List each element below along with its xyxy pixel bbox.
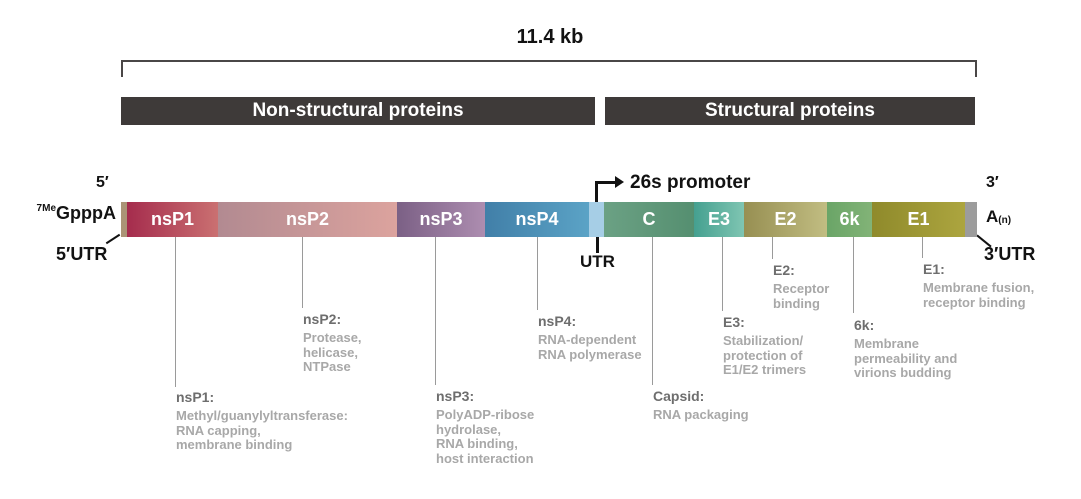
annotation-leader-E1: [922, 237, 924, 258]
annotation-header-E1: E1:: [923, 261, 945, 277]
genome-length-label: 11.4 kb: [516, 26, 584, 48]
length-bracket: [121, 60, 977, 77]
annotation-text-nsP4-1: RNA polymerase: [538, 346, 642, 362]
annotation-text-nsP1-1: RNA capping,: [176, 422, 261, 438]
poly-a-subscript: (n): [998, 215, 1012, 226]
annotation-nsP1: nsP1: Methyl/guanylyltransferase:RNA capp…: [176, 389, 348, 453]
segment-label-nsP4: nsP4: [515, 209, 559, 229]
three-utr-label: 3′UTR: [984, 244, 1036, 264]
genome-segment-nsP2: nsP2: [218, 202, 397, 237]
five-utr-leader-line: [105, 233, 121, 245]
annotation-header-nsP1: nsP1:: [176, 389, 215, 405]
promoter-arrow-shaft: [595, 181, 616, 184]
genome-segment-E1: E1: [872, 202, 965, 237]
cap-label: 7MeGpppA: [26, 203, 116, 224]
five-prime-label: 5′: [96, 174, 109, 191]
segment-label-C: C: [642, 209, 656, 229]
annotation-leader-E3: [722, 237, 724, 311]
annotation-text-nsP4-0: RNA-dependent: [538, 332, 637, 347]
promoter-arrowhead-icon: [615, 176, 624, 188]
genome-segment-5UTR: [121, 202, 127, 237]
annotation-text-nsP3-0: PolyADP-ribose: [436, 407, 535, 422]
genome-segment-6k: 6k: [827, 202, 872, 237]
annotation-header-capsid: Capsid:: [653, 388, 705, 404]
annotation-text-6k-2: virions budding: [854, 365, 952, 380]
subgenomic-utr-label: UTR: [580, 252, 615, 271]
annotation-text-E1-1: receptor binding: [923, 294, 1026, 310]
annotation-text-nsP2-2: NTPase: [303, 359, 351, 374]
segment-label-nsP2: nsP2: [285, 209, 330, 229]
genome-segment-E2: E2: [744, 202, 827, 237]
annotation-text-E1-0: Membrane fusion,: [923, 280, 1035, 295]
promoter-label: 26s promoter: [630, 172, 751, 193]
poly-a-text: A: [986, 207, 999, 226]
annotation-text-E2-0: Receptor: [773, 281, 830, 296]
annotation-text-nsP3-3: host interaction: [436, 450, 534, 466]
segment-label-nsP1: nsP1: [150, 209, 195, 229]
annotation-text-nsP2-0: Protease,: [303, 330, 362, 345]
annotation-text-E3-2: E1/E2 trimers: [723, 362, 807, 377]
genome-segment-3UTR: [965, 202, 977, 237]
genome-segment-C: C: [604, 202, 694, 237]
annotation-leader-nsP4: [537, 237, 539, 310]
segment-label-E3: E3: [707, 209, 731, 229]
promoter-arrow-stem: [595, 181, 598, 202]
annotation-leader-nsP1: [175, 237, 177, 387]
cap-superscript: 7Me: [36, 203, 56, 214]
annotation-nsP2: nsP2: Protease,helicase,NTPase: [303, 311, 362, 375]
annotation-text-E3-0: Stabilization/: [723, 333, 804, 348]
annotation-text-nsP2-1: helicase,: [303, 344, 358, 360]
genome-segment-subUTR: [589, 202, 604, 237]
annotation-text-6k-1: permeability and: [854, 350, 958, 366]
annotation-header-E2: E2:: [773, 262, 795, 278]
annotation-header-nsP2: nsP2:: [303, 311, 342, 327]
annotation-header-nsP4: nsP4:: [538, 313, 577, 329]
annotation-text-capsid-0: RNA packaging: [653, 407, 749, 422]
genome-segment-nsP4: nsP4: [485, 202, 589, 237]
annotation-text-6k-0: Membrane: [854, 336, 920, 351]
annotation-text-nsP1-0: Methyl/guanylyltransferase:: [176, 408, 348, 423]
section-bar-non-structural: Non-structural proteins: [121, 97, 595, 125]
cap-text: GpppA: [56, 203, 116, 223]
annotation-leader-E2: [772, 237, 774, 259]
annotation-leader-nsP2: [302, 237, 304, 308]
annotation-header-6k: 6k:: [854, 317, 875, 333]
annotation-leader-6k: [853, 237, 855, 313]
annotation-capsid: Capsid: RNA packaging: [653, 388, 749, 423]
segment-label-E2: E2: [774, 209, 797, 229]
annotation-E1: E1: Membrane fusion,receptor binding: [923, 261, 1034, 310]
annotation-header-E3: E3:: [723, 314, 745, 330]
annotation-text-E3-1: protection of: [723, 347, 803, 363]
subgenomic-utr-tick: [596, 237, 599, 253]
poly-a-label: A(n): [986, 207, 1011, 227]
three-prime-label: 3′: [986, 174, 999, 191]
annotation-text-nsP3-1: hydrolase,: [436, 421, 502, 437]
five-utr-label: 5′UTR: [56, 244, 108, 264]
genome-segment-nsP3: nsP3: [397, 202, 485, 237]
annotation-leader-capsid: [652, 237, 654, 385]
genome-segment-E3: E3: [694, 202, 744, 237]
genome-segment-nsP1: nsP1: [127, 202, 218, 237]
segment-label-E1: E1: [907, 209, 930, 229]
section-bar-structural: Structural proteins: [605, 97, 975, 125]
annotation-header-nsP3: nsP3:: [436, 388, 475, 404]
segment-label-6k: 6k: [839, 209, 860, 229]
segment-label-nsP3: nsP3: [419, 209, 463, 229]
annotation-text-E2-1: binding: [773, 295, 820, 311]
annotation-text-nsP3-2: RNA binding,: [436, 436, 518, 451]
annotation-text-nsP1-2: membrane binding: [176, 437, 293, 452]
annotation-leader-nsP3: [435, 237, 437, 385]
